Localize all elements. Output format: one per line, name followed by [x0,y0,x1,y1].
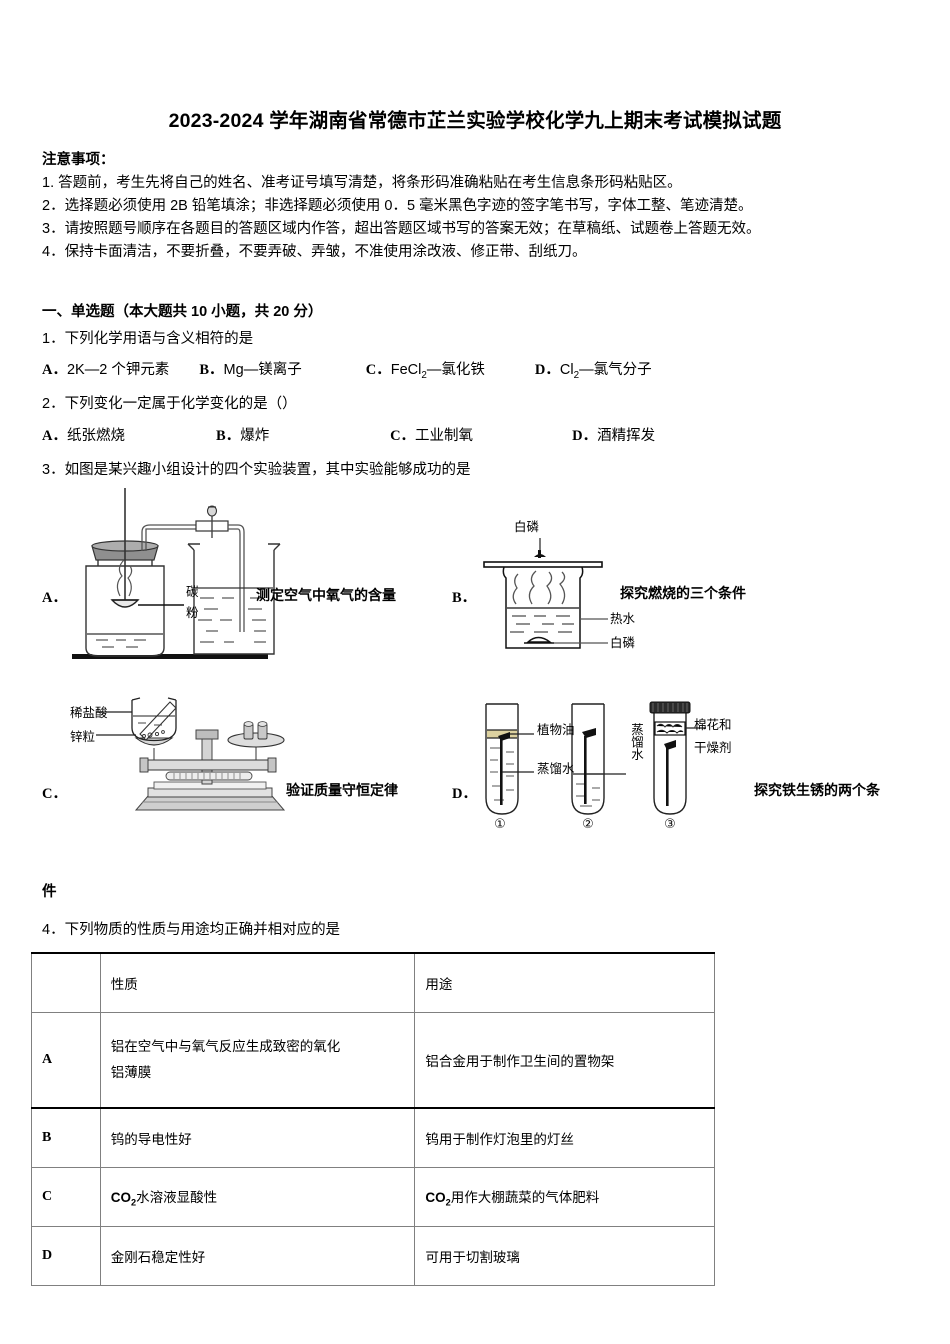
figure-b-label-white-phosphorus-top: 白磷 [514,520,540,534]
row-label-c: C [31,1167,101,1227]
question-2-stem: 2．下列变化一定属于化学变化的是（） [42,396,297,412]
figure-c-label-zinc-granules: 锌粒 [70,730,96,744]
question-2-options: A．纸张燃烧 B．爆炸 C．工业制氧 D．酒精挥发 [42,424,655,445]
notice-item: 3．请按照题号顺序在各题目的答题区域内作答，超出答题区域书写的答案无效；在草稿纸… [42,221,761,237]
subscript: 2 [573,369,580,381]
q1-option-b[interactable]: B．Mg—镁离子 [199,362,302,378]
figure-d-label-cotton-line1: 棉花和 [694,718,732,732]
figure-c-option-label: C． [42,786,67,802]
figure-b-caption: 探究燃烧的三个条件 [620,585,746,601]
row-label-d: D [31,1226,101,1286]
table-row[interactable]: B 钨的导电性好 钨用于制作灯泡里的灯丝 [31,1107,715,1168]
figure-a-label-carbon-line1: 碳 [186,585,199,599]
q2-option-b[interactable]: B．爆炸 [216,428,270,444]
row-d-property: 金刚石稳定性好 [99,1226,416,1286]
table-header-property: 性质 [99,952,416,1013]
figure-d-caption: 探究铁生锈的两个条 [754,782,880,798]
q2-option-a[interactable]: A．纸张燃烧 [42,428,125,444]
row-c-property: CO2水溶液显酸性 [99,1167,416,1227]
q1-option-a[interactable]: A．2K—2 个钾元素 [42,362,170,378]
row-c-use: CO2用作大棚蔬菜的气体肥料 [414,1167,715,1227]
figure-d-option-label: D． [452,786,477,802]
row-label-b: B [31,1107,101,1168]
figure-a-caption: 测定空气中氧气的含量 [256,587,396,603]
q1-option-c[interactable]: C．FeCl2—氯化铁 [365,362,485,381]
row-a-property: 铝在空气中与氧气反应生成致密的氧化 铝薄膜 [99,1012,416,1109]
subscript: 2 [445,1197,451,1208]
section-heading: 一、单选题（本大题共 10 小题，共 20 分） [42,304,323,320]
svg-text:②: ② [582,817,594,832]
notice-item: 4．保持卡面清洁，不要折叠，不要弄破、弄皱，不准使用涂改液、修正带、刮纸刀。 [42,244,587,260]
row-b-use: 钨用于制作灯泡里的灯丝 [414,1107,715,1168]
row-label-a: A [31,1012,101,1109]
question-1-options: A．2K—2 个钾元素 B．Mg—镁离子 C．FeCl2—氯化铁 D．Cl2—氯… [42,358,652,381]
notice-heading: 注意事项： [42,152,115,168]
table-row[interactable]: C CO2水溶液显酸性 CO2用作大棚蔬菜的气体肥料 [31,1167,715,1227]
svg-text:①: ① [494,817,506,832]
question-3-stem: 3．如图是某兴趣小组设计的四个实验装置，其中实验能够成功的是 [42,462,471,478]
figure-d-apparatus: ① ② [476,701,706,832]
question-1-stem: 1．下列化学用语与含义相符的是 [42,331,254,347]
row-b-property: 钨的导电性好 [99,1107,416,1168]
figure-b-label-hot-water: 热水 [610,612,636,626]
row-a-property-line1: 铝在空气中与氧气反应生成致密的氧化 [110,1039,341,1054]
notice-item: 2．选择题必须使用 2B 铅笔填涂；非选择题必须使用 0．5 毫米黑色字迹的签字… [42,198,753,214]
properties-uses-table: 性质 用途 A 铝在空气中与氧气反应生成致密的氧化 铝薄膜 铝合金用于制作卫生间… [31,952,715,1286]
page-title: 2023-2024 学年湖南省常德市芷兰实验学校化学九上期末考试模拟试题 [168,110,782,132]
q1-option-d[interactable]: D．Cl2—氯气分子 [534,362,652,381]
figure-d-label-distilled-water-1: 蒸馏水 [537,762,575,776]
table-row[interactable]: A 铝在空气中与氧气反应生成致密的氧化 铝薄膜 铝合金用于制作卫生间的置物架 [31,1012,715,1109]
figure-a-label-carbon-line2: 粉 [186,606,199,620]
row-a-use: 铝合金用于制作卫生间的置物架 [414,1012,715,1109]
q2-option-c[interactable]: C．工业制氧 [390,428,474,444]
notice-item: 1. 答题前，考生先将自己的姓名、准考证号填写清楚，将条形码准确粘贴在考生信息条… [42,175,682,191]
notice-list: 1. 答题前，考生先将自己的姓名、准考证号填写清楚，将条形码准确粘贴在考生信息条… [42,172,922,264]
figure-a-option-label: A． [42,590,67,606]
figure-b-option-label: B． [452,590,477,606]
table-header-row: 性质 用途 [31,952,715,1013]
figure-b-label-white-phosphorus-bottom: 白磷 [610,636,636,650]
question-3-caption-continuation: 件 [42,884,57,900]
table-row[interactable]: D 金刚石稳定性好 可用于切割玻璃 [31,1226,715,1286]
figure-a-apparatus [68,488,281,663]
q2-option-d[interactable]: D．酒精挥发 [572,428,656,444]
row-d-use: 可用于切割玻璃 [414,1226,715,1286]
table-header-use: 用途 [414,952,715,1013]
figure-c-caption: 验证质量守恒定律 [286,782,398,798]
figure-d-label-vegetable-oil: 植物油 [537,723,575,737]
figure-d-label-distilled-water-2: 蒸馏水 [629,723,643,761]
table-header-blank [31,952,101,1013]
question-3-figures: A． [0,480,950,870]
subscript: 2 [131,1197,137,1208]
subscript: 2 [421,369,427,381]
question-4-stem: 4．下列物质的性质与用途均正确并相对应的是 [42,922,341,938]
figure-c-apparatus [96,697,290,818]
figure-c-label-dilute-hcl: 稀盐酸 [70,706,108,720]
svg-text:③: ③ [664,817,676,832]
figure-b-apparatus [483,538,614,658]
row-a-property-line2: 铝薄膜 [110,1065,152,1080]
figure-d-label-desiccant-line2: 干燥剂 [694,741,732,755]
